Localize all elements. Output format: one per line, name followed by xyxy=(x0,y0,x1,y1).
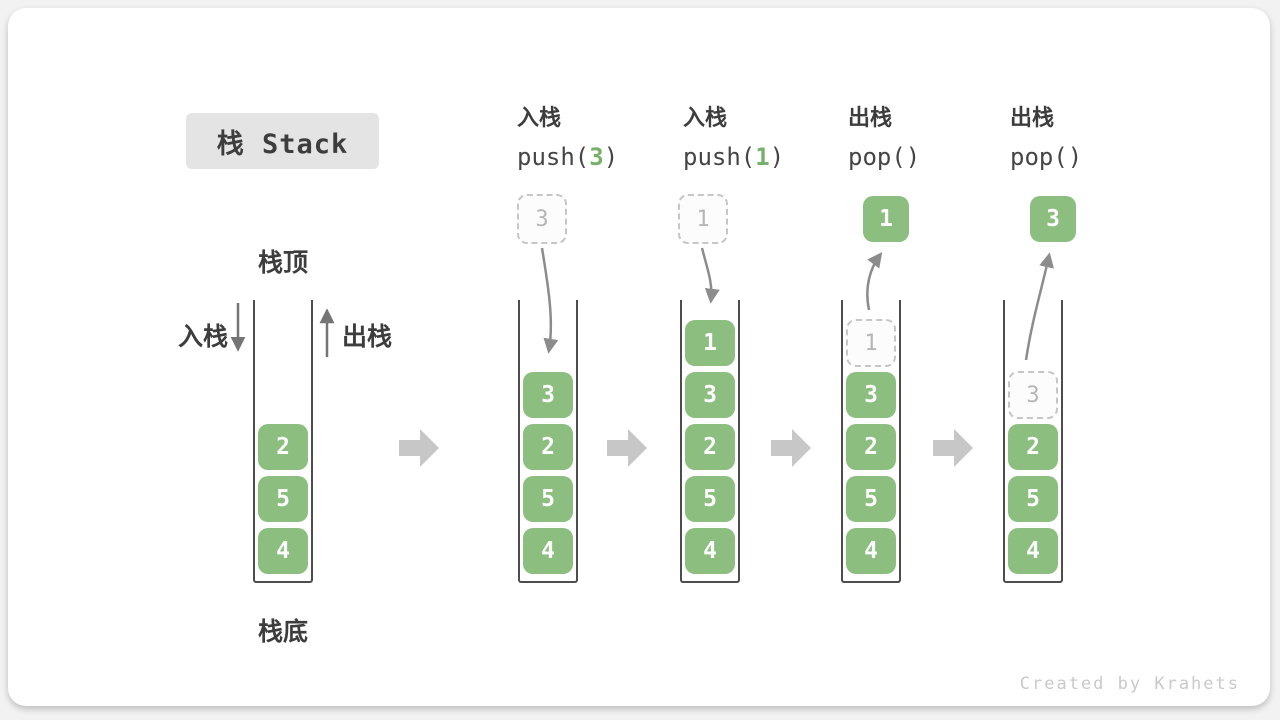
stack-top-label: 栈顶 xyxy=(257,249,308,277)
stack-bottom-label: 栈底 xyxy=(257,618,308,646)
stack-block: 2 xyxy=(523,424,573,470)
operation-code: pop() xyxy=(848,143,1018,171)
code-fn: push( xyxy=(517,143,590,171)
stack-block: 3 xyxy=(685,372,735,418)
stack-block: 4 xyxy=(685,528,735,574)
push-direction-label: 入栈 xyxy=(178,323,229,351)
stack-block: 2 xyxy=(1008,424,1058,470)
stack-block: 4 xyxy=(523,528,573,574)
operation-push-1: 入栈 push(1) xyxy=(683,103,853,171)
stack-block: 5 xyxy=(258,476,308,522)
code-arg: 3 xyxy=(589,143,604,171)
code-fn: pop( xyxy=(1010,143,1068,171)
stack-block: 2 xyxy=(258,424,308,470)
removed-slot-ghost: 3 xyxy=(1008,371,1058,419)
stack-block: 3 xyxy=(846,372,896,418)
stack-block: 3 xyxy=(523,372,573,418)
stack-block: 5 xyxy=(523,476,573,522)
code-close: ) xyxy=(769,143,785,171)
stack-block: 5 xyxy=(685,476,735,522)
operation-push-3: 入栈 push(3) xyxy=(517,103,687,171)
removed-slot-ghost: 1 xyxy=(846,319,896,367)
code-close: ) xyxy=(905,143,921,171)
stack-block: 5 xyxy=(846,476,896,522)
diagram-title: 栈 Stack xyxy=(186,113,379,169)
operation-label: 入栈 xyxy=(517,105,562,130)
operation-code: push(1) xyxy=(683,143,853,171)
stack-block: 4 xyxy=(846,528,896,574)
stack-block: 1 xyxy=(685,320,735,366)
code-close: ) xyxy=(1067,143,1083,171)
stack-block: 2 xyxy=(685,424,735,470)
operation-pop-first: 出栈 pop() xyxy=(848,103,1018,171)
operation-label: 出栈 xyxy=(848,105,893,130)
stack-block: 4 xyxy=(1008,528,1058,574)
stack-block: 2 xyxy=(846,424,896,470)
operation-code: pop() xyxy=(1010,143,1180,171)
credit-text: Created by Krahets xyxy=(1019,674,1240,694)
operation-code: push(3) xyxy=(517,143,687,171)
popped-element-box: 1 xyxy=(863,196,909,242)
diagram-title-text: 栈 Stack xyxy=(216,128,349,160)
pop-direction-label: 出栈 xyxy=(342,323,393,351)
code-close: ) xyxy=(603,143,619,171)
code-fn: pop( xyxy=(848,143,906,171)
stack-block: 5 xyxy=(1008,476,1058,522)
code-arg: 1 xyxy=(755,143,770,171)
incoming-element-box: 1 xyxy=(678,194,728,244)
operation-label: 入栈 xyxy=(683,105,728,130)
incoming-element-box: 3 xyxy=(517,194,567,244)
popped-element-box: 3 xyxy=(1030,196,1076,242)
operation-label: 出栈 xyxy=(1010,105,1055,130)
code-fn: push( xyxy=(683,143,756,171)
operation-pop-second: 出栈 pop() xyxy=(1010,103,1180,171)
stack-block: 4 xyxy=(258,528,308,574)
